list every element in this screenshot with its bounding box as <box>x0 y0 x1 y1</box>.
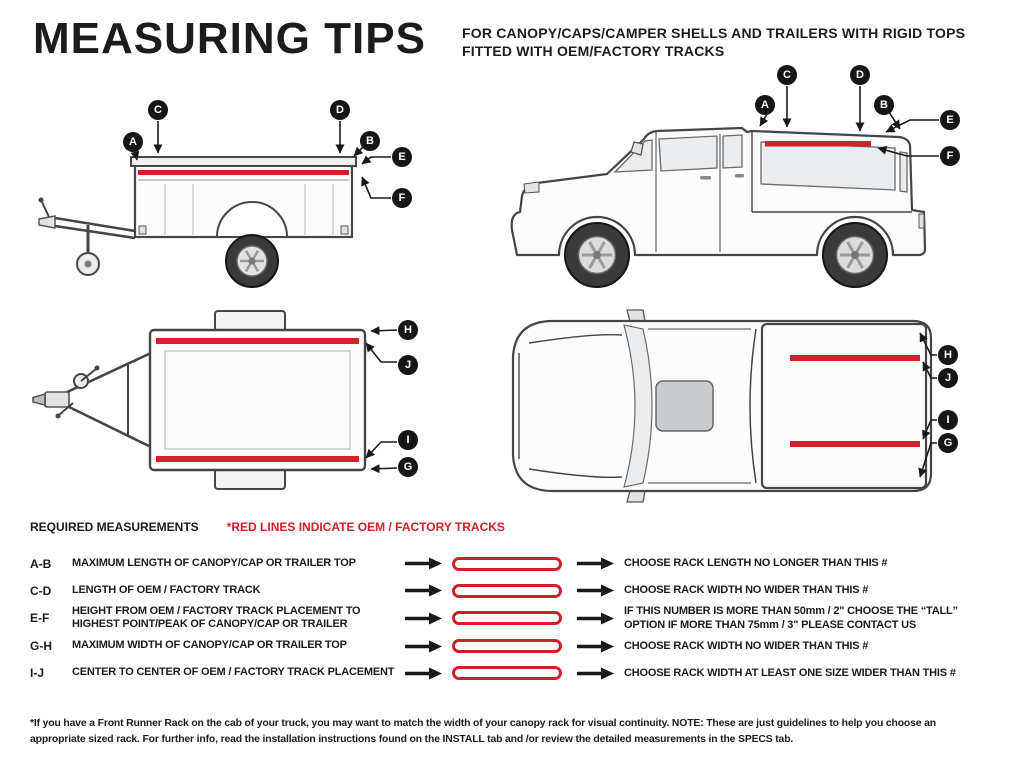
measurement-code: G-H <box>30 639 52 654</box>
truck-top-illustration <box>511 309 937 503</box>
measurement-description: LENGTH OF OEM / FACTORY TRACK <box>72 583 261 596</box>
trailer-top-view-diagram: H J I G <box>25 305 480 510</box>
trailer-hitch-coupler <box>38 215 56 229</box>
oem-track-line <box>790 441 920 447</box>
oem-track-line <box>790 355 920 361</box>
measurement-point-label: A <box>123 132 143 152</box>
measurement-description: MAXIMUM LENGTH OF CANOPY/CAP OR TRAILER … <box>72 556 356 569</box>
measurement-point-label: E <box>940 110 960 130</box>
trailer-hitch-coupler <box>44 391 70 408</box>
arrow-right-icon <box>576 557 624 570</box>
measurement-description: CENTER TO CENTER OF OEM / FACTORY TRACK … <box>72 666 395 679</box>
measurement-row: A-B MAXIMUM LENGTH OF CANOPY/CAP OR TRAI… <box>30 550 996 577</box>
measurement-guidance: IF THIS NUMBER IS MORE THAN 50mm / 2" CH… <box>624 605 958 632</box>
measurement-value-box-cell <box>452 583 576 598</box>
measurement-description: HEIGHT FROM OEM / FACTORY TRACK PLACEMEN… <box>72 604 361 631</box>
arrow-right-icon <box>576 667 624 680</box>
arrow-right-icon <box>404 667 452 680</box>
measurement-point-label: H <box>938 345 958 365</box>
canopy-side-window <box>760 141 896 191</box>
oem-track-line <box>765 141 871 147</box>
truck-side-illustration <box>510 86 939 288</box>
side-mirror <box>626 309 646 322</box>
measurement-point-label: E <box>392 147 412 167</box>
canopy-top <box>760 322 928 490</box>
measurement-point-label: B <box>874 95 894 115</box>
measurement-point-label: H <box>398 320 418 340</box>
arrow-right-icon <box>404 557 452 570</box>
measurement-point-label: D <box>330 100 350 120</box>
measurement-code: C-D <box>30 583 52 598</box>
measurement-guidance: CHOOSE RACK WIDTH AT LEAST ONE SIZE WIDE… <box>624 666 956 679</box>
measurement-value-box-cell <box>452 611 576 626</box>
page-title: MEASURING TIPS <box>33 14 426 63</box>
measurement-point-label: D <box>850 65 870 85</box>
page-subtitle: FOR CANOPY/CAPS/CAMPER SHELLS AND TRAILE… <box>462 24 965 60</box>
arrow-right-icon <box>576 612 624 625</box>
measurement-value-box-cell <box>452 666 576 681</box>
measurements-section: REQUIRED MEASUREMENTS *RED LINES INDICAT… <box>30 520 996 687</box>
oem-track-line <box>138 170 349 175</box>
measurement-point-label: C <box>777 65 797 85</box>
arrow-right-icon <box>576 640 624 653</box>
measurement-point-label: C <box>148 100 168 120</box>
oem-track-line <box>156 338 359 344</box>
measurements-header: REQUIRED MEASUREMENTS *RED LINES INDICAT… <box>30 520 996 534</box>
page-subtitle-line2: FITTED WITH OEM/FACTORY TRACKS <box>462 43 725 60</box>
measurement-point-label: G <box>398 457 418 477</box>
measurement-value-box-cell <box>452 556 576 571</box>
measurement-value-box <box>452 639 562 654</box>
measurement-value-box <box>452 611 562 626</box>
measurement-point-label: B <box>360 131 380 151</box>
measurement-row: I-J CENTER TO CENTER OF OEM / FACTORY TR… <box>30 660 996 687</box>
headlight <box>523 181 540 194</box>
truck-side-view-diagram: A C D B E F <box>495 60 970 305</box>
side-mirror <box>626 490 646 503</box>
measurement-point-label: J <box>938 368 958 388</box>
measurement-point-label: J <box>398 355 418 375</box>
oem-track-line <box>156 456 359 462</box>
measurement-row: G-H MAXIMUM WIDTH OF CANOPY/CAP OR TRAIL… <box>30 633 996 660</box>
side-mirror <box>630 141 644 156</box>
measurement-row: E-F HEIGHT FROM OEM / FACTORY TRACK PLAC… <box>30 604 996 633</box>
trailer-top-illustration <box>32 310 398 490</box>
measurement-description: MAXIMUM WIDTH OF CANOPY/CAP OR TRAILER T… <box>72 639 347 652</box>
measurement-row: C-D LENGTH OF OEM / FACTORY TRACK CHOOSE… <box>30 577 996 604</box>
measurement-value-box <box>452 556 562 571</box>
truck-top-view-diagram: H J I G <box>495 305 970 510</box>
measurement-value-box <box>452 583 562 598</box>
sunroof <box>655 380 714 432</box>
arrow-right-icon <box>404 640 452 653</box>
measurement-point-label: I <box>398 430 418 450</box>
measurement-code: I-J <box>30 666 45 681</box>
measurement-point-label: I <box>938 410 958 430</box>
trailer-side-illustration <box>38 121 391 288</box>
page-subtitle-line1: FOR CANOPY/CAPS/CAMPER SHELLS AND TRAILE… <box>462 25 966 41</box>
measurement-code: A-B <box>30 556 52 571</box>
arrow-right-icon <box>576 584 624 597</box>
measurement-point-label: G <box>938 433 958 453</box>
measurement-value-box-cell <box>452 639 576 654</box>
measurements-rows: A-B MAXIMUM LENGTH OF CANOPY/CAP OR TRAI… <box>30 550 996 687</box>
footnote: *If you have a Front Runner Rack on the … <box>30 718 936 745</box>
measurement-code: E-F <box>30 611 50 626</box>
measurement-guidance: CHOOSE RACK LENGTH NO LONGER THAN THIS # <box>624 557 888 570</box>
measurement-value-box <box>452 666 562 681</box>
trailer-side-view-diagram: A C D B E F <box>25 85 435 305</box>
measurement-guidance: CHOOSE RACK WIDTH NO WIDER THAN THIS # <box>624 584 869 597</box>
measurement-point-label: A <box>755 95 775 115</box>
measurement-point-label: F <box>940 146 960 166</box>
measurement-point-label: F <box>392 188 412 208</box>
arrow-right-icon <box>404 584 452 597</box>
measurements-section-title: REQUIRED MEASUREMENTS <box>30 520 199 534</box>
red-lines-legend: *RED LINES INDICATE OEM / FACTORY TRACKS <box>226 520 505 534</box>
arrow-right-icon <box>404 612 452 625</box>
measurement-guidance: CHOOSE RACK WIDTH NO WIDER THAN THIS # <box>624 639 869 652</box>
